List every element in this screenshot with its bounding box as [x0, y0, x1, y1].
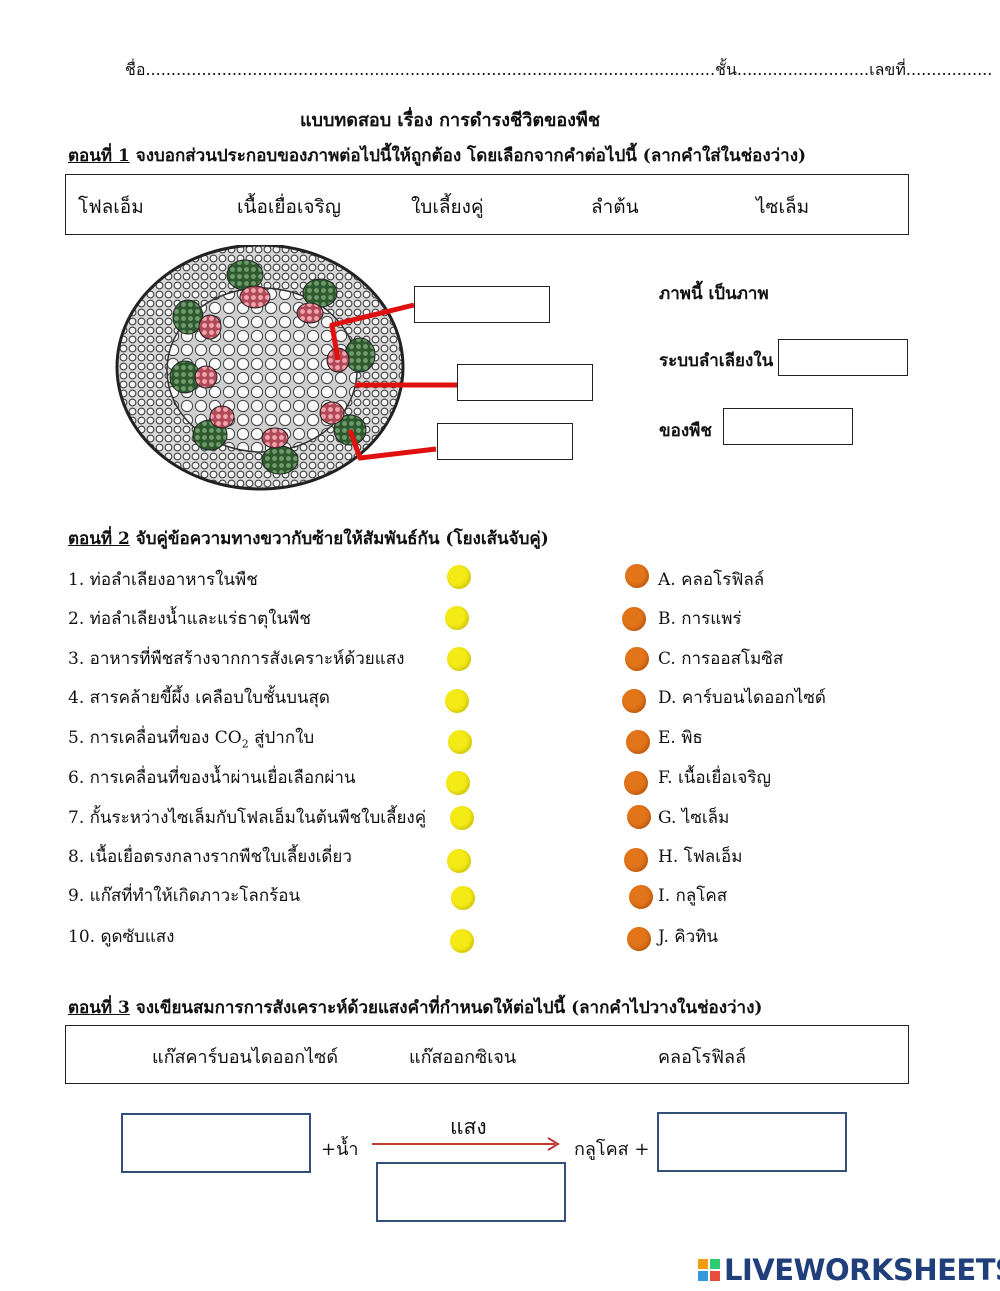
page-title: แบบทดสอบ เรื่อง การดำรงชีวิตของพืช [299, 110, 601, 131]
class-label: ชั้น [715, 60, 737, 79]
label-box-1[interactable] [414, 286, 550, 323]
answer-box-vascular[interactable] [778, 339, 908, 376]
left-dot-3[interactable] [447, 647, 471, 671]
label-box-2[interactable] [457, 364, 593, 401]
plus-water: +น้ำ [321, 1139, 359, 1160]
label-of-plant: ของพืช [659, 421, 712, 441]
left-item-10: 10. ดูดซับแสง [68, 927, 175, 947]
word-phloem[interactable]: โฟลเอ็ม [78, 196, 144, 218]
reaction-arrow-icon [372, 1137, 560, 1151]
light-label: แสง [450, 1115, 487, 1139]
left-dot-7[interactable] [450, 806, 474, 830]
right-item-H: H. โฟลเอ็ม [658, 847, 743, 867]
left-item-7: 7. กั้นระหว่างไซเล็มกับโฟลเอ็มในต้นพืชใบ… [68, 808, 427, 828]
equation-box-product[interactable] [657, 1112, 847, 1172]
left-item-1: 1. ท่อลำเลียงอาหารในพืช [68, 570, 258, 590]
right-dot-H[interactable] [624, 848, 648, 872]
liveworksheets-logo-icon [698, 1259, 720, 1281]
name-label: ชื่อ [125, 60, 146, 79]
word-xylem[interactable]: ไซเล็ม [756, 196, 810, 218]
right-dot-D[interactable] [622, 689, 646, 713]
left-dot-5[interactable] [448, 730, 472, 754]
name-blank[interactable]: ........................................… [145, 60, 716, 79]
right-item-D: D. คาร์บอนไดออกไซด์ [658, 688, 826, 708]
label-box-3[interactable] [437, 423, 573, 460]
left-item-4: 4. สารคล้ายขี้ผึ้ง เคลือบใบชั้นบนสุด [68, 688, 330, 708]
equation-box-catalyst[interactable] [376, 1162, 566, 1222]
equation-box-reactant[interactable] [121, 1113, 311, 1173]
left-item-5-main: 5. การเคลื่อนที่ของ CO [68, 728, 242, 748]
right-item-C: C. การออสโมซิส [658, 649, 784, 669]
word-meristem[interactable]: เนื้อเยื่อเจริญ [237, 196, 341, 218]
left-item-9: 9. แก๊สที่ทำให้เกิดภาวะโลกร้อน [68, 886, 301, 906]
right-item-J: J. คิวทิน [658, 927, 719, 947]
word-oxygen[interactable]: แก๊สออกซิเจน [409, 1047, 517, 1068]
right-dot-I[interactable] [629, 885, 653, 909]
pointer-line-1 [329, 302, 415, 361]
label-this-picture: ภาพนี้ เป็นภาพ [659, 284, 769, 304]
left-dot-9[interactable] [451, 886, 475, 910]
right-item-G: G. ไซเล็ม [658, 808, 730, 828]
right-item-E: E. พิธ [658, 728, 703, 748]
right-dot-J[interactable] [627, 927, 651, 951]
left-item-5: 5. การเคลื่อนที่ของ CO2 สู่ปากใบ [68, 724, 314, 751]
part3-word-bank: แก๊สคาร์บอนไดออกไซด์ แก๊สออกซิเจน คลอโรฟ… [65, 1025, 909, 1084]
right-dot-G[interactable] [627, 805, 651, 829]
right-dot-E[interactable] [626, 730, 650, 754]
part3-heading: ตอนที่ 3 จงเขียนสมการการสังเคราะห์ด้วยแส… [68, 994, 762, 1021]
right-dot-B[interactable] [622, 607, 646, 631]
left-item-3: 3. อาหารที่พืชสร้างจากการสังเคราะห์ด้วยแ… [68, 649, 405, 669]
student-info-line: ชื่อ....................................… [125, 58, 992, 83]
word-stem[interactable]: ลำต้น [591, 196, 639, 218]
left-item-2: 2. ท่อลำเลียงน้ำและแร่ธาตุในพืช [68, 609, 311, 629]
part1-label: ตอนที่ 1 [68, 146, 130, 166]
right-dot-C[interactable] [625, 647, 649, 671]
right-dot-A[interactable] [625, 564, 649, 588]
answer-box-plant[interactable] [723, 408, 853, 445]
word-dicot[interactable]: ใบเลี้ยงคู่ [411, 196, 484, 218]
right-dot-F[interactable] [624, 771, 648, 795]
class-blank[interactable]: .......................... [736, 60, 870, 79]
part3-label: ตอนที่ 3 [68, 998, 130, 1018]
liveworksheets-logo-text: LIVEWORKSHEETS [724, 1253, 1000, 1287]
part2-label: ตอนที่ 2 [68, 529, 130, 549]
part1-instructions: จงบอกส่วนประกอบของภาพต่อไปนี้ให้ถูกต้อง … [135, 146, 807, 166]
number-blank[interactable]: ................. [905, 60, 993, 79]
right-item-B: B. การแพร่ [658, 609, 742, 629]
left-dot-1[interactable] [447, 565, 471, 589]
label-vascular-in: ระบบลำเลียงใน [659, 351, 774, 371]
left-item-8: 8. เนื้อเยื่อตรงกลางรากพืชใบเลี้ยงเดี่ยว [68, 847, 352, 867]
stem-cross-section-image [115, 245, 457, 491]
word-chlorophyll[interactable]: คลอโรฟิลล์ [658, 1047, 747, 1068]
part1-heading: ตอนที่ 1 จงบอกส่วนประกอบของภาพต่อไปนี้ให… [68, 142, 806, 169]
number-label: เลขที่ [869, 60, 906, 79]
part1-word-bank: โฟลเอ็ม เนื้อเยื่อเจริญ ใบเลี้ยงคู่ ลำต้… [65, 174, 909, 235]
left-item-5-subscript: 2 [241, 737, 249, 751]
pointer-line-3 [347, 429, 437, 461]
word-carbon-dioxide[interactable]: แก๊สคาร์บอนไดออกไซด์ [152, 1047, 339, 1068]
left-dot-8[interactable] [447, 849, 471, 873]
right-item-F: F. เนื้อเยื่อเจริญ [658, 768, 771, 788]
left-dot-4[interactable] [445, 689, 469, 713]
left-dot-10[interactable] [450, 929, 474, 953]
left-item-6: 6. การเคลื่อนที่ของน้ำผ่านเยื่อเลือกผ่าน [68, 768, 356, 788]
part3-instructions: จงเขียนสมการการสังเคราะห์ด้วยแสงคำที่กำห… [135, 998, 763, 1018]
glucose-plus: กลูโคส + [574, 1139, 650, 1160]
right-item-I: I. กลูโคส [658, 886, 728, 906]
right-item-A: A. คลอโรฟิลล์ [658, 570, 765, 590]
left-dot-2[interactable] [445, 606, 469, 630]
part2-heading: ตอนที่ 2 จับคู่ข้อความทางขวากับซ้ายให้สั… [68, 525, 549, 552]
part2-instructions: จับคู่ข้อความทางขวากับซ้ายให้สัมพันธ์กัน… [135, 529, 549, 549]
left-dot-6[interactable] [446, 771, 470, 795]
left-item-5-tail: สู่ปากใบ [248, 728, 315, 748]
